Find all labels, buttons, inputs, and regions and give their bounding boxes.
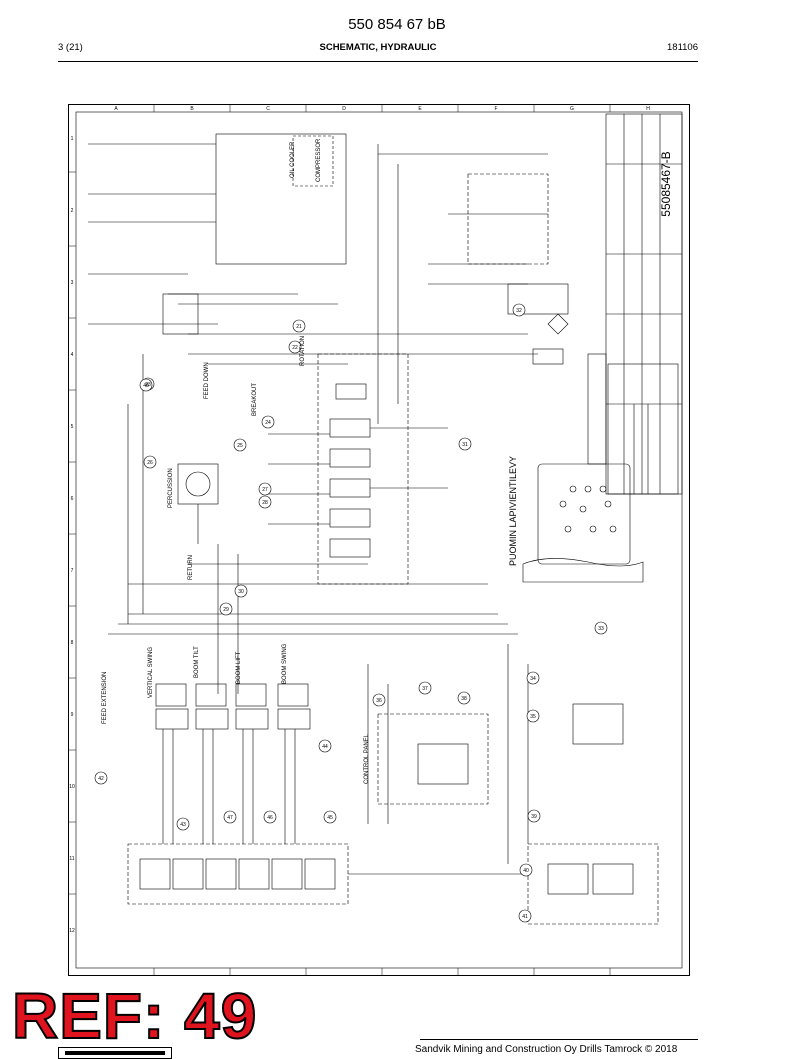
balloon-number: 45 xyxy=(327,815,333,821)
balloon-number: 38 xyxy=(461,696,467,702)
control-panel xyxy=(367,664,489,824)
ref-stamp: REF: 49 xyxy=(11,980,258,1052)
grid-number: 2 xyxy=(71,208,74,214)
header-rule xyxy=(58,61,698,62)
grid-number: 1 xyxy=(71,136,74,142)
balloon-number: 46 xyxy=(267,815,273,821)
balloon-number: 29 xyxy=(223,607,229,613)
balloon-number: 48 xyxy=(143,383,149,389)
balloon-number: 28 xyxy=(262,500,268,506)
page-title: SCHEMATIC, HYDRAULIC xyxy=(319,42,437,53)
balloon-number: 24 xyxy=(265,420,271,426)
schematic-inner-frame xyxy=(75,111,683,969)
balloon-number: 42 xyxy=(98,776,104,782)
grid-letter: B xyxy=(190,106,194,112)
balloon-number: 32 xyxy=(516,308,522,314)
label-compressor: COMPRESSOR xyxy=(316,138,322,182)
label-feed-down: FEED DOWN xyxy=(204,362,210,399)
footer-copyright: Sandvik Mining and Construction Oy Drill… xyxy=(415,1044,678,1055)
balloon-number: 47 xyxy=(227,815,233,821)
grid-number: 7 xyxy=(71,568,74,574)
balloon-number: 43 xyxy=(180,822,186,828)
frame-ticks xyxy=(68,104,611,976)
grid-letter: G xyxy=(570,106,574,112)
balloon-number: 40 xyxy=(523,868,529,874)
label-boom-lift: BOOM LIFT xyxy=(236,651,242,684)
balloon-number: 25 xyxy=(237,443,243,449)
balloon-number: 30 xyxy=(238,589,244,595)
boom-valves xyxy=(155,683,311,844)
grid-number: 12 xyxy=(69,928,75,934)
label-oil-cooler: OIL COOLER xyxy=(290,141,296,178)
grid-number: 8 xyxy=(71,640,74,646)
balloon-number: 37 xyxy=(422,686,428,692)
drawing-number: 55085467-B xyxy=(659,151,673,216)
grid-number: 6 xyxy=(71,496,74,502)
grid-number: 5 xyxy=(71,424,74,430)
page-indicator: 3 (21) xyxy=(58,42,83,53)
balloon-number: 23 xyxy=(145,382,151,388)
balloon-number: 27 xyxy=(262,487,268,493)
grid-letter: A xyxy=(114,106,118,112)
footer-logo xyxy=(58,1047,172,1059)
label-vertical-swing: VERTICAL SWING xyxy=(148,647,154,698)
balloon-number: 31 xyxy=(462,442,468,448)
main-valve-block xyxy=(108,353,518,694)
title-block xyxy=(587,113,683,495)
balloon-number: 39 xyxy=(531,814,537,820)
grid-letter: F xyxy=(494,106,497,112)
footer-rule xyxy=(420,1039,698,1040)
label-feed-extension: FEED EXTENSION xyxy=(102,672,108,724)
balloon-number: 33 xyxy=(598,626,604,632)
schematic-labels: OIL COOLER COMPRESSOR FEED DOWN BREAKOUT… xyxy=(102,138,518,784)
balloon-number: 26 xyxy=(147,460,153,466)
hydraulic-schematic: 55085467-B xyxy=(68,104,690,976)
top-circuit xyxy=(88,133,569,424)
reference-balloons: 21 22 23 24 25 26 27 28 29 30 31 32 33 34 35 36 37 38 39 40… xyxy=(94,303,608,923)
label-rotation: ROTATION xyxy=(300,336,306,366)
balloon-number: 44 xyxy=(322,744,328,750)
grid-letter: H xyxy=(646,106,650,112)
balloon-number: 34 xyxy=(530,676,536,682)
grid-number: 4 xyxy=(71,352,74,358)
bottom-valve-bank xyxy=(127,644,659,925)
balloon-number: 22 xyxy=(292,345,298,351)
schematic-frame xyxy=(68,104,690,976)
balloon-number: 41 xyxy=(522,914,528,920)
grid-number: 9 xyxy=(71,712,74,718)
lapivientilevy-plate xyxy=(522,463,644,583)
label-control-panel: CONTROL PANEL xyxy=(364,733,370,784)
grid-number: 10 xyxy=(69,784,75,790)
grid-letter: C xyxy=(266,106,270,112)
balloon-number: 36 xyxy=(376,698,382,704)
grid-letter: E xyxy=(418,106,422,112)
label-percussion: PERCUSSION xyxy=(168,468,174,508)
grid-number: 3 xyxy=(71,280,74,286)
label-lapivientilevy: PUOMIN LAPIVIENTILEVY xyxy=(508,456,518,566)
balloon-number: 35 xyxy=(530,714,536,720)
label-boom-tilt: BOOM TILT xyxy=(194,646,200,678)
label-breakout: BREAKOUT xyxy=(252,383,258,416)
percussion-motor xyxy=(177,463,219,544)
label-return: RETURN xyxy=(188,555,194,580)
doc-date: 181106 xyxy=(667,42,698,53)
grid-number: 11 xyxy=(69,856,74,862)
doc-number: 550 854 67 bB xyxy=(348,16,446,33)
balloon-number: 21 xyxy=(296,324,302,330)
label-boom-swing: BOOM SWING xyxy=(282,643,288,684)
grid-letter: D xyxy=(342,106,346,112)
page-header: 3 (21) SCHEMATIC, HYDRAULIC 181106 xyxy=(58,42,698,56)
